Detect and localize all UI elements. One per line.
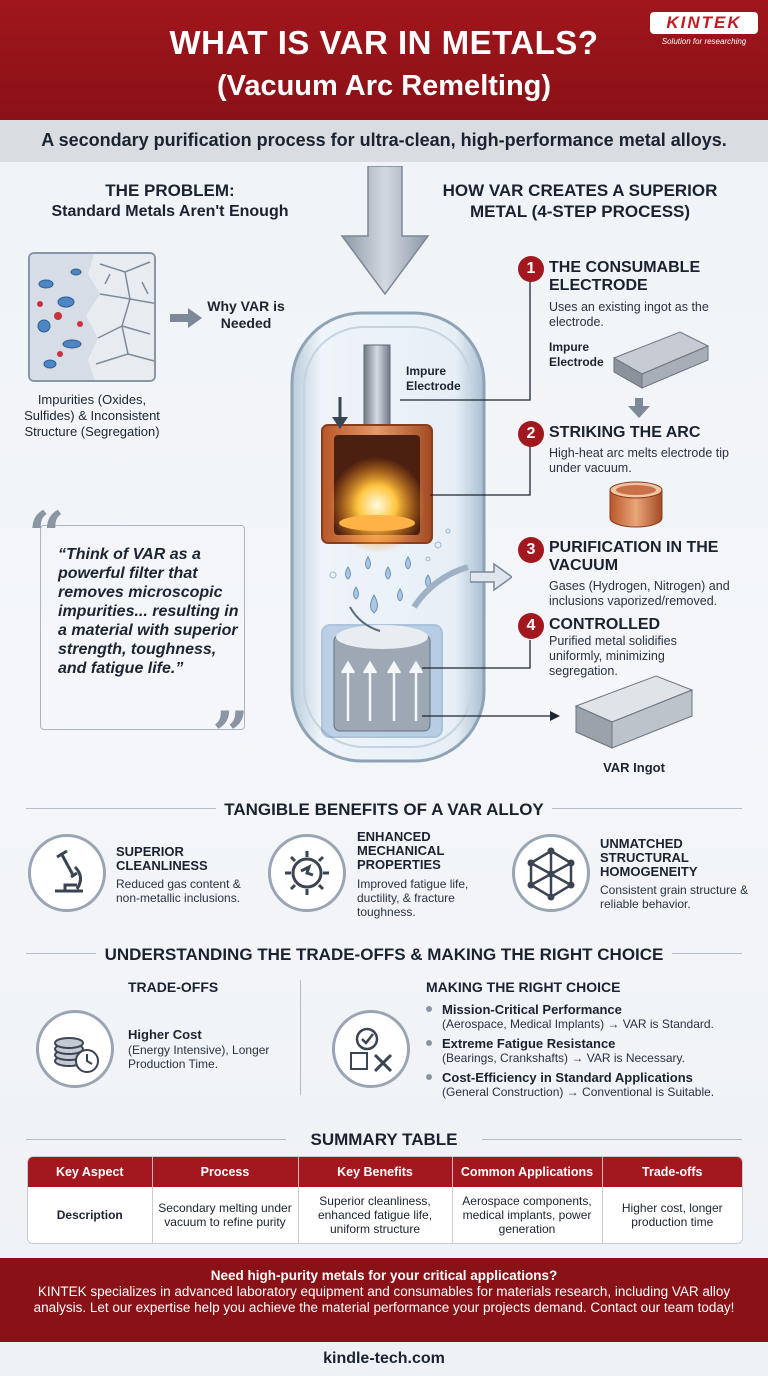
step-2-desc: High-heat arc melts electrode tip under …: [549, 446, 729, 475]
choice-item-1: Mission-Critical Performance (Aerospace,…: [426, 1003, 746, 1031]
benefit-1-desc: Reduced gas content & non-metallic inclu…: [116, 877, 241, 905]
quote-box: [40, 525, 245, 730]
benefit-3-title: UNMATCHED STRUCTURAL HOMOGENEITY: [600, 836, 698, 879]
quote-text: “Think of VAR as a powerful filter that …: [58, 546, 239, 677]
step-1-desc: Uses an existing ingot as the electrode.: [549, 300, 709, 329]
tradeoffs-column-divider: [300, 980, 301, 1095]
tradeoffs-subheading: TRADE-OFFS: [128, 979, 219, 995]
benefit-3-desc: Consistent grain structure & reliable be…: [600, 883, 749, 911]
benefits-divider-left: [26, 808, 216, 809]
problem-heading: THE PROBLEM: Standard Metals Aren't Enou…: [20, 180, 320, 222]
impurities-caption: Impurities (Oxides, Sulfides) & Inconsis…: [24, 392, 160, 439]
choice-1-desc: (Aerospace, Medical Implants) → VAR is S…: [442, 1017, 714, 1031]
tradeoff-cost-title: Higher Cost: [128, 1027, 202, 1042]
table-header-cell: Key Benefits: [298, 1157, 453, 1187]
step-4-title: CONTROLLED: [549, 616, 661, 633]
footer-text: Need high-purity metals for your critica…: [20, 1268, 748, 1316]
step-3-badge: 3: [518, 537, 544, 563]
website-link[interactable]: kindle-tech.com: [323, 1350, 445, 1367]
tradeoffs-heading: UNDERSTANDING THE TRADE-OFFS & MAKING TH…: [104, 945, 664, 964]
choice-3-title: Cost-Efficiency in Standard Applications: [442, 1070, 693, 1085]
down-arrow-icon: [340, 165, 430, 301]
table-row: Description Secondary melting under vacu…: [28, 1187, 742, 1243]
table-header-cell: Common Applications: [452, 1157, 603, 1187]
step-1-title: THE CONSUMABLE ELECTRODE: [549, 259, 701, 294]
benefit-2-title: ENHANCED MECHANICAL PROPERTIES: [357, 829, 445, 872]
step-3-title: PURIFICATION IN THE VACUUM: [549, 539, 719, 574]
logo-wordmark: KINTEK: [650, 12, 758, 34]
checklist-tools-icon: [332, 1010, 410, 1088]
page-title: WHAT IS VAR IN METALS?: [169, 24, 599, 61]
subtitle-bar: [0, 120, 768, 162]
table-cell: Superior cleanliness, enhanced fatigue l…: [298, 1187, 453, 1243]
footer-headline: Need high-purity metals for your critica…: [210, 1268, 558, 1283]
choice-item-3: Cost-Efficiency in Standard Applications…: [426, 1071, 746, 1099]
benefits-heading: TANGIBLE BENEFITS OF A VAR ALLOY: [224, 800, 544, 819]
logo-tagline: Solution for researching: [661, 37, 747, 46]
summary-divider-left: [26, 1139, 286, 1140]
bullet-icon: [426, 1040, 432, 1046]
copper-crucible-image: [606, 480, 666, 535]
right-choice-subheading: MAKING THE RIGHT CHOICE: [426, 979, 621, 995]
coins-clock-icon: [36, 1010, 114, 1088]
choice-3-desc: (General Construction) → Conventional is…: [442, 1085, 715, 1099]
gas-exit-arrow-icon: [469, 562, 514, 597]
kintek-logo[interactable]: KINTEK Solution for researching: [650, 12, 758, 46]
step-3-desc: Gases (Hydrogen, Nitrogen) and inclusion…: [549, 579, 730, 608]
table-header-row: Key Aspect Process Key Benefits Common A…: [28, 1157, 742, 1187]
table-cell: Description: [28, 1187, 153, 1243]
table-cell: Aerospace components, medical implants, …: [452, 1187, 603, 1243]
choice-2-title: Extreme Fatigue Resistance: [442, 1036, 616, 1051]
bullet-icon: [426, 1006, 432, 1012]
step-1-badge: 1: [518, 256, 544, 282]
electrode-label: Impure Electrode: [549, 340, 604, 369]
choice-1-title: Mission-Critical Performance: [442, 1002, 622, 1017]
table-header-cell: Key Aspect: [28, 1157, 153, 1187]
header-banner: [0, 0, 768, 120]
footer-body: KINTEK specializes in advanced laborator…: [33, 1284, 735, 1315]
footer-banner: [0, 1258, 768, 1342]
down-arrow-small-icon: [628, 398, 650, 423]
crystal-lattice-icon: [512, 834, 590, 912]
benefits-divider-right: [552, 808, 742, 809]
var-furnace-illustration: [288, 305, 488, 770]
step-2-title: STRIKING THE ARC: [549, 424, 701, 441]
table-cell: Secondary melting under vacuum to refine…: [152, 1187, 299, 1243]
table-header-cell: Trade-offs: [602, 1157, 742, 1187]
tradeoff-cost-desc: (Energy Intensive), Longer Production Ti…: [128, 1043, 270, 1071]
open-quote-icon: “: [28, 498, 65, 573]
step-connector-lines: [390, 280, 570, 735]
page-subtitle: A secondary purification process for ult…: [41, 130, 727, 150]
problem-heading-line1: THE PROBLEM:: [105, 181, 235, 200]
var-ingot-image: [572, 670, 696, 757]
table-cell: Higher cost, longer production time: [602, 1187, 742, 1243]
choice-2-desc: (Bearings, Crankshafts) → VAR is Necessa…: [442, 1051, 685, 1065]
var-ingot-label: VAR Ingot: [603, 760, 665, 775]
electrode-ingot-image: [610, 328, 710, 395]
tradeoffs-divider-left: [26, 953, 96, 954]
process-heading: HOW VAR CREATES A SUPERIOR METAL (4-STEP…: [442, 181, 718, 221]
benefit-1-title: SUPERIOR CLEANLINESS: [116, 844, 208, 873]
choice-item-2: Extreme Fatigue Resistance (Bearings, Cr…: [426, 1037, 746, 1065]
step-4-badge: 4: [518, 613, 544, 639]
step-4-desc: Purified metal solidifies uniformly, min…: [549, 634, 677, 678]
why-var-label: Why VAR is Needed: [207, 298, 285, 331]
gear-icon: [268, 834, 346, 912]
bullet-icon: [426, 1074, 432, 1080]
tradeoffs-divider-right: [672, 953, 742, 954]
page-title-sub: (Vacuum Arc Remelting): [216, 70, 552, 102]
benefit-2-desc: Improved fatigue life, ductility, & frac…: [357, 877, 469, 919]
impurity-microstructure-image: [28, 252, 156, 382]
summary-table: Key Aspect Process Key Benefits Common A…: [27, 1156, 743, 1244]
summary-divider-right: [482, 1139, 742, 1140]
close-quote-icon: ”: [212, 698, 249, 773]
step-2-badge: 2: [518, 421, 544, 447]
right-arrow-icon: [170, 306, 202, 335]
problem-heading-line2: Standard Metals Aren't Enough: [51, 203, 289, 220]
choice-list: Mission-Critical Performance (Aerospace,…: [426, 1003, 746, 1099]
microscope-icon: [28, 834, 106, 912]
table-header-cell: Process: [152, 1157, 299, 1187]
furnace-electrode-label: Impure Electrode: [406, 364, 461, 393]
summary-heading: SUMMARY TABLE: [310, 1130, 458, 1149]
